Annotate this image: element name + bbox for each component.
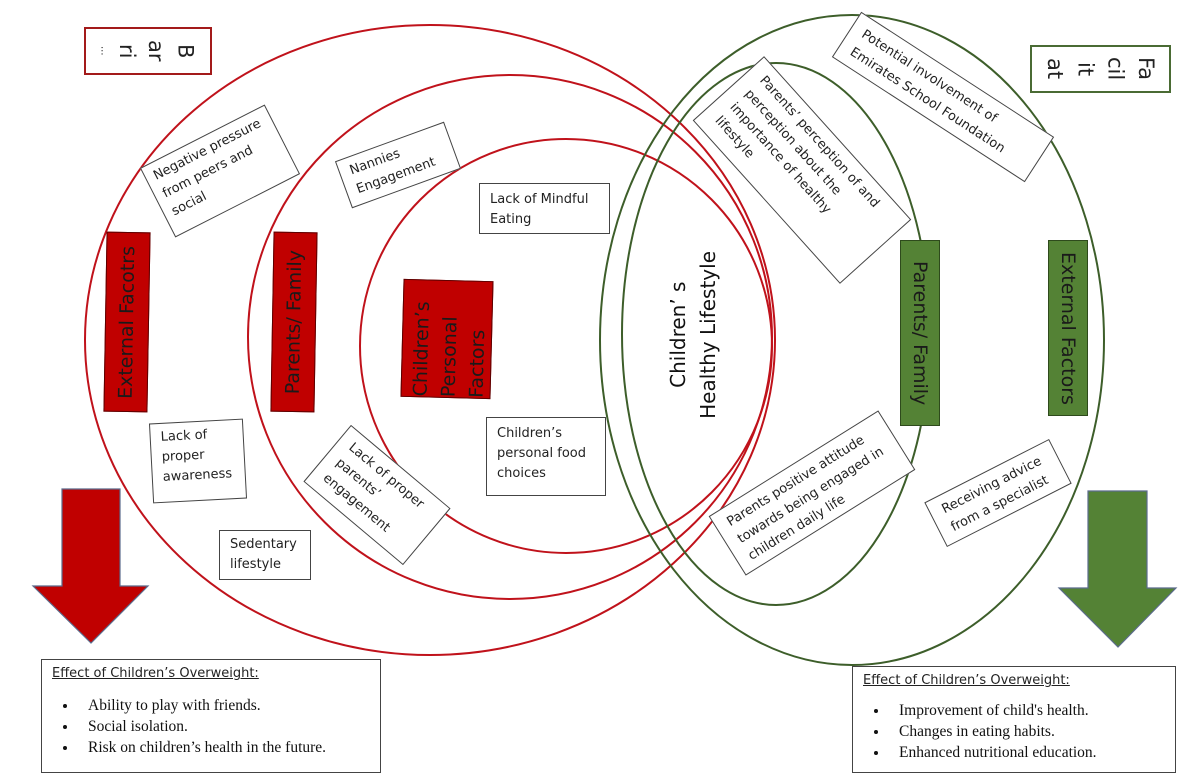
facilitators-tag-frag: at — [1043, 58, 1068, 80]
barrier-ring-external — [84, 24, 776, 656]
facilitators-tag-frag: it — [1073, 61, 1098, 77]
facilitators-tag-frag: cil — [1103, 57, 1128, 81]
barriers-tag-frag: ... — [98, 46, 110, 56]
barrier-effect-bullet: Ability to play with friends. — [78, 695, 370, 716]
barrier-item: Sedentary lifestyle — [219, 530, 311, 580]
facilitator-effect-bullet: Enhanced nutritional education. — [889, 742, 1165, 763]
facilitator-effect-box: Effect of Children’s Overweight: Improve… — [852, 666, 1176, 773]
center-label: Children’ s Healthy Lifestyle — [638, 210, 748, 460]
barriers-tag-frag: B — [173, 43, 198, 59]
facilitator-level-family: Parents/ Family — [900, 240, 940, 426]
facilitator-down-arrow-icon — [1057, 490, 1178, 648]
barrier-effect-bullet: Risk on children’s health in the future. — [78, 737, 370, 758]
barrier-level-family: Parents/ Family — [270, 231, 318, 413]
barriers-tag-frag: ar — [144, 40, 169, 62]
barriers-tag: B ar ri ... — [84, 27, 212, 75]
barrier-down-arrow-icon — [31, 488, 150, 644]
barrier-ring-personal — [359, 138, 773, 554]
facilitator-effect-bullet: Improvement of child's health. — [889, 700, 1165, 721]
facilitator-level-external: External Factors — [1048, 240, 1088, 416]
barrier-level-external: External Facotrs — [103, 231, 151, 413]
barrier-item: Lack of proper awareness — [148, 418, 248, 504]
facilitators-tag-frag: Fa — [1133, 57, 1158, 81]
barrier-item: Children’s personal food choices — [486, 417, 606, 496]
center-label-line1: Children’ s — [666, 281, 690, 389]
barrier-level-personal: Children’s Personal Factors — [400, 278, 494, 400]
facilitator-ring-external — [599, 14, 1105, 666]
barrier-effect-bullet: Social isolation. — [78, 716, 370, 737]
facilitator-effect-bullet: Changes in eating habits. — [889, 721, 1165, 742]
facilitator-effect-title: Effect of Children’s Overweight: — [863, 673, 1070, 688]
barrier-effect-title: Effect of Children’s Overweight: — [52, 666, 259, 681]
barrier-effect-list: Ability to play with friends. Social iso… — [52, 695, 370, 758]
barriers-tag-frag: ri — [114, 43, 139, 59]
center-label-line2: Healthy Lifestyle — [696, 251, 720, 419]
barrier-effect-box: Effect of Children’s Overweight: Ability… — [41, 659, 381, 773]
facilitator-effect-list: Improvement of child's health. Changes i… — [863, 700, 1165, 763]
barrier-item: Lack of Mindful Eating — [479, 183, 610, 234]
facilitators-tag: Fa cil it at — [1030, 45, 1171, 93]
